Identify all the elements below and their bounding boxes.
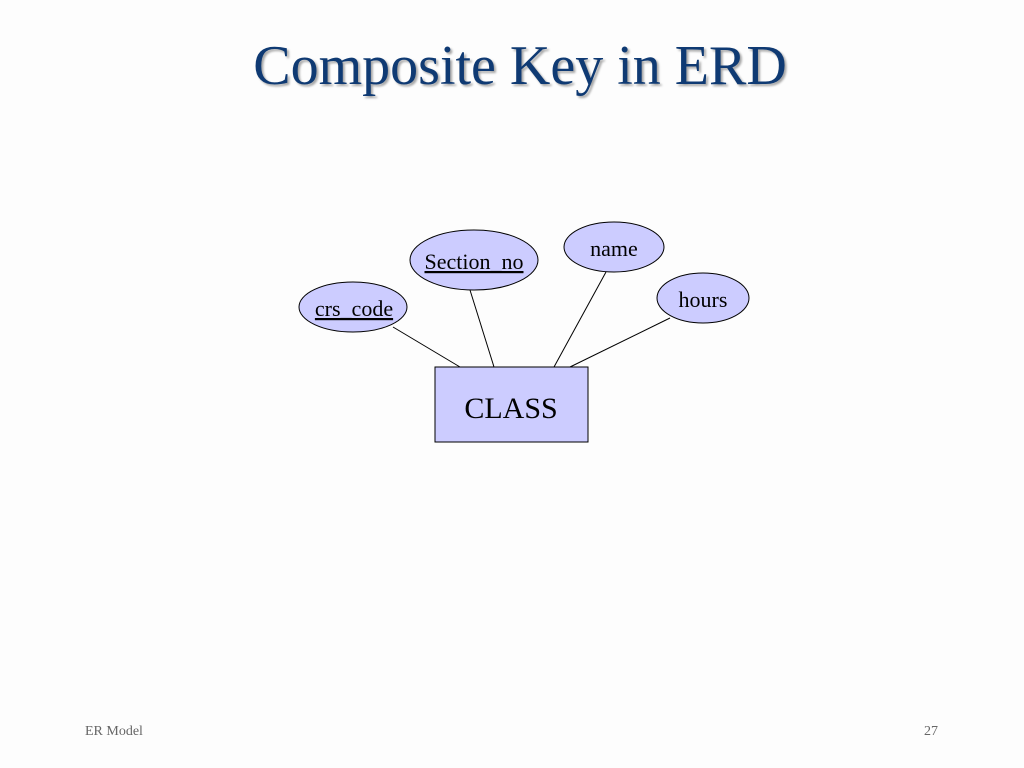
- attribute-crs-code: crs_code: [298, 281, 408, 333]
- attribute-section-no: Section_no: [409, 229, 539, 291]
- attribute-label-section-no: Section_no: [425, 249, 524, 274]
- connector-crs-code: [392, 326, 461, 368]
- attribute-hours: hours: [656, 272, 750, 324]
- attribute-ellipse: [656, 272, 750, 324]
- entity-box: [434, 366, 589, 443]
- footer-chapter: ER Model: [85, 724, 143, 739]
- entity-label: CLASS: [464, 392, 557, 425]
- attribute-ellipse: [409, 229, 539, 291]
- attribute-name: name: [563, 221, 665, 273]
- connector-section-no: [469, 289, 495, 368]
- slide-number: 27: [924, 724, 938, 739]
- attribute-label-name: name: [590, 236, 638, 261]
- connector-name: [553, 271, 607, 368]
- attribute-label-crs-code: crs_code: [315, 296, 393, 321]
- slide-title: Composite Key in ERD: [253, 35, 787, 97]
- attribute-ellipse: [298, 281, 408, 333]
- entity-class: CLASS: [434, 366, 589, 443]
- attribute-ellipse: [563, 221, 665, 273]
- attribute-label-hours: hours: [679, 287, 728, 312]
- connector-hours: [569, 317, 671, 368]
